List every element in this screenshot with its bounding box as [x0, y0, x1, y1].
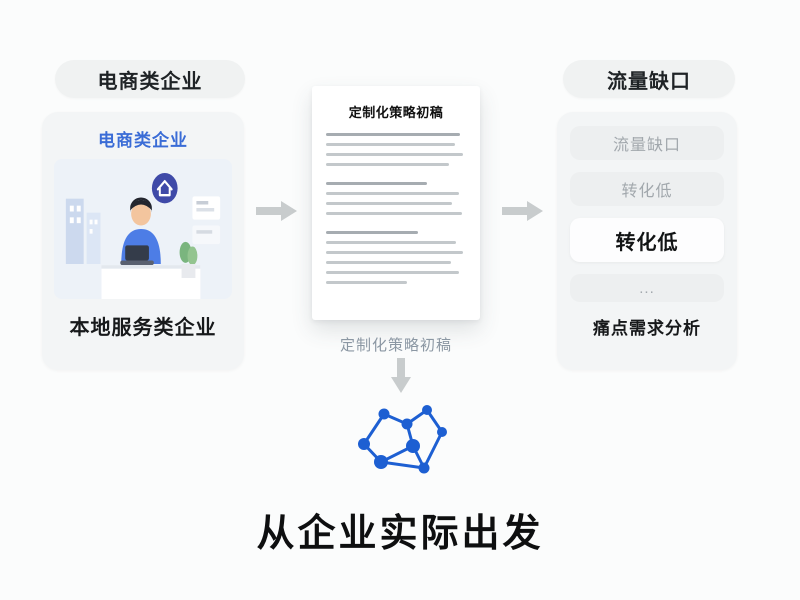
network-graph-icon	[350, 398, 450, 488]
pain-point-item-more: ...	[570, 274, 724, 302]
ellipsis-label: ...	[639, 279, 655, 297]
pain-point-label: 转化低	[615, 231, 679, 254]
arrow-right-icon	[256, 198, 298, 229]
arrow-down-icon	[388, 358, 414, 399]
pain-point-label: 流量缺口	[612, 137, 681, 154]
right-card: 流量缺口 转化低 转化低 ... 痛点需求分析	[557, 112, 737, 370]
pain-point-item: 流量缺口	[570, 126, 724, 160]
strategy-document: 定制化策略初稿	[312, 86, 480, 320]
right-pill: 流量缺口	[563, 60, 735, 98]
right-pill-label: 流量缺口	[607, 70, 691, 93]
left-card-caption: 本地服务类企业	[69, 317, 217, 339]
illustration-svg	[54, 159, 232, 299]
arrow-right-icon	[502, 198, 544, 229]
left-pill-label: 电商类企业	[97, 70, 203, 93]
bottom-title: 从企业实际出发	[256, 513, 544, 555]
document-title: 定制化策略初稿	[348, 105, 444, 120]
left-pill: 电商类企业	[55, 60, 245, 98]
right-card-caption: 痛点需求分析	[593, 319, 701, 338]
pain-point-item: 转化低	[570, 172, 724, 206]
left-card-title: 电商类企业	[98, 131, 188, 150]
person-at-desk-illustration	[54, 159, 232, 299]
left-card: 电商类企业	[42, 112, 244, 370]
pain-point-label: 转化低	[621, 183, 673, 200]
pain-point-item-selected: 转化低	[570, 218, 724, 262]
document-caption: 定制化策略初稿	[339, 337, 452, 354]
document-text-lines	[326, 133, 466, 284]
